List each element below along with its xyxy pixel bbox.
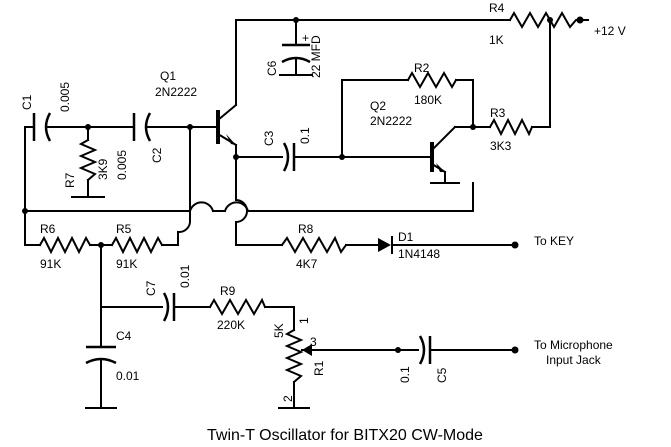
c2-ref-label: C2 xyxy=(150,147,164,163)
capacitor-c6 xyxy=(281,43,311,64)
r5-ref-label: R5 xyxy=(116,222,132,236)
potentiometer-r1 xyxy=(284,328,321,384)
resistor-r8 xyxy=(280,235,348,255)
junction-dots xyxy=(22,16,584,354)
c3-ref-label: C3 xyxy=(262,130,276,146)
capacitor-c1 xyxy=(32,112,52,142)
r1-ref-label: R1 xyxy=(312,360,326,376)
c4-ref-label: C4 xyxy=(116,329,132,343)
c6-value-label: 22 MFD xyxy=(309,35,323,78)
c3-value-label: 0.1 xyxy=(298,127,312,144)
r4-value-label: 1K xyxy=(489,33,504,47)
transistor-q1 xyxy=(216,103,238,147)
q2-ref-label: Q2 xyxy=(370,99,386,113)
resistor-r2 xyxy=(406,70,458,90)
d1-ref-label: D1 xyxy=(398,230,414,244)
r4-ref-label: R4 xyxy=(489,1,505,15)
d1-value-label: 1N4148 xyxy=(398,247,440,261)
wires xyxy=(24,19,589,409)
r2-value-label: 180K xyxy=(414,93,442,107)
resistor-r5 xyxy=(110,235,164,255)
capacitor-c3 xyxy=(282,142,296,172)
c1-value-label: 0.005 xyxy=(58,82,72,112)
resistor-r6 xyxy=(38,235,92,255)
r8-ref-label: R8 xyxy=(298,222,314,236)
resistor-r3 xyxy=(488,117,534,137)
r2-ref-label: R2 xyxy=(414,61,430,75)
c2-value-label: 0.005 xyxy=(115,150,129,180)
capacitor-c5 xyxy=(418,335,432,365)
c6-ref-label: C6 xyxy=(265,60,279,76)
r9-value-label: 220K xyxy=(217,318,245,332)
r3-value-label: 3K3 xyxy=(490,139,512,153)
mic-label-line1: To Microphone xyxy=(534,338,613,352)
capacitor-c7 xyxy=(162,292,176,322)
schematic-title: Twin-T Oscillator for BITX20 CW-Mode xyxy=(207,427,483,444)
r8-value-label: 4K7 xyxy=(296,257,318,271)
c6-polarity-label: + xyxy=(302,31,309,45)
r1-value-label: 5K xyxy=(272,323,286,338)
c7-value-label: 0.01 xyxy=(178,264,192,288)
resistor-r7 xyxy=(78,138,98,182)
transistor-q2 xyxy=(430,125,457,174)
mic-label-line2: Input Jack xyxy=(546,353,602,367)
c7-ref-label: C7 xyxy=(144,280,158,296)
resistor-r9 xyxy=(208,297,267,317)
key-label: To KEY xyxy=(534,234,574,248)
r5-value-label: 91K xyxy=(116,257,137,271)
resistor-r4 xyxy=(508,10,581,30)
ground-symbols xyxy=(71,74,460,409)
r1-pin3-label: 3 xyxy=(310,335,317,349)
supply-label: +12 V xyxy=(594,24,626,38)
r3-ref-label: R3 xyxy=(490,106,506,120)
r7-value-label: 3K9 xyxy=(96,158,110,180)
r9-ref-label: R9 xyxy=(220,284,236,298)
capacitor-c2 xyxy=(132,112,152,142)
capacitor-c4 xyxy=(85,345,117,365)
r1-pin2-label: 2 xyxy=(281,395,295,402)
q1-ref-label: Q1 xyxy=(160,69,176,83)
c1-ref-label: C1 xyxy=(20,94,34,110)
q2-value-label: 2N2222 xyxy=(370,114,412,128)
diode-d1 xyxy=(378,236,393,254)
r6-ref-label: R6 xyxy=(40,222,56,236)
r6-value-label: 91K xyxy=(40,257,61,271)
connection-labels: +12 V To KEY To Microphone Input Jack xyxy=(534,24,626,367)
q1-value-label: 2N2222 xyxy=(155,85,197,99)
c5-ref-label: C5 xyxy=(435,367,449,383)
r1-pin1-label: 1 xyxy=(297,317,311,324)
c5-value-label: 0.1 xyxy=(398,366,412,383)
c4-value-label: 0.01 xyxy=(116,369,140,383)
component-labels: Q1 2N2222 Q2 2N2222 R4 1K R2 180K R3 3K3… xyxy=(20,1,512,402)
r7-ref-label: R7 xyxy=(63,172,77,188)
